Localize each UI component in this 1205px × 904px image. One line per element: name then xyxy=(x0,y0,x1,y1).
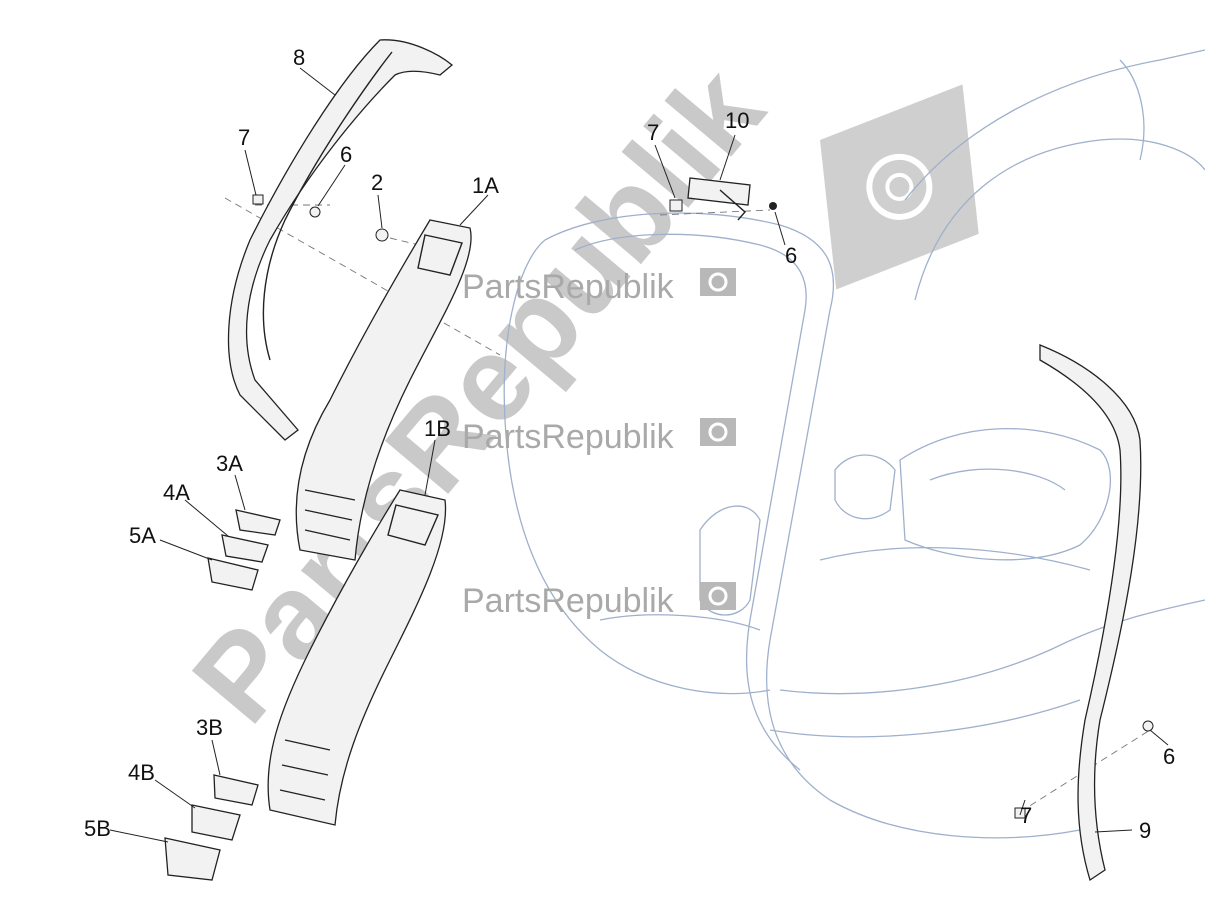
label-part-7: 7 xyxy=(1020,803,1032,828)
gear-icon xyxy=(700,582,736,610)
label-part-9: 9 xyxy=(1139,818,1151,843)
gear-icon xyxy=(700,268,736,296)
parts-3B-4B-5B xyxy=(164,774,259,881)
watermark-small-1-text: PartsRepublik xyxy=(462,268,675,306)
parts-3A-4A-5A xyxy=(207,509,281,591)
label-part-8: 8 xyxy=(293,45,305,70)
label-part-4A: 4A xyxy=(163,480,190,505)
gear-icon xyxy=(700,418,736,446)
label-part-7: 7 xyxy=(647,120,659,145)
label-part-1A: 1A xyxy=(472,173,499,198)
label-part-3A: 3A xyxy=(216,451,243,476)
label-part-7: 7 xyxy=(238,125,250,150)
part-10-bracket xyxy=(687,177,751,221)
part-1A-cover xyxy=(295,219,472,561)
callout-labels: 8 7 6 2 1A 7 10 6 1B 3A 4A 5A 3B 4B 5B 6… xyxy=(84,45,1175,843)
part-8-trim xyxy=(227,39,454,441)
label-part-10: 10 xyxy=(725,108,749,133)
scooter-body-outline xyxy=(503,49,1205,839)
fasteners xyxy=(252,194,1154,819)
part-9-trim xyxy=(1039,344,1142,882)
label-part-1B: 1B xyxy=(424,416,451,441)
label-part-5B: 5B xyxy=(84,816,111,841)
label-part-4B: 4B xyxy=(128,760,155,785)
label-part-2: 2 xyxy=(371,170,383,195)
watermark-flag-icon xyxy=(820,84,979,290)
label-part-6: 6 xyxy=(785,243,797,268)
label-part-6: 6 xyxy=(340,142,352,167)
label-part-3B: 3B xyxy=(196,715,223,740)
watermark-small-3: PartsRepublik xyxy=(462,582,736,620)
label-part-6: 6 xyxy=(1163,744,1175,769)
leader-lines xyxy=(109,67,1169,843)
watermark-small-2-text: PartsRepublik xyxy=(462,418,675,456)
watermark-small-1: PartsRepublik xyxy=(462,268,736,306)
watermark-small-3-text: PartsRepublik xyxy=(462,582,675,620)
part-1B-cover xyxy=(267,489,447,826)
label-part-5A: 5A xyxy=(129,523,156,548)
watermark-small-2: PartsRepublik xyxy=(462,418,736,456)
